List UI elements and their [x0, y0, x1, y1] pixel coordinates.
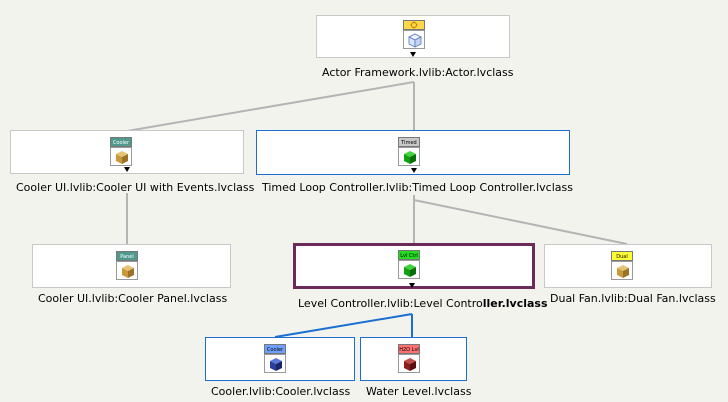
class-icon — [403, 20, 425, 49]
expand-arrow-icon — [409, 283, 415, 288]
cube-icon — [398, 354, 420, 373]
class-banner: Cooler UI — [110, 137, 132, 147]
class-label: Cooler UI.lvlib:Cooler UI with Events.lv… — [16, 181, 255, 194]
class-icon: Timed — [398, 137, 420, 166]
class-node-timed-loop[interactable]: Timed Timed Loop Controller.lvlib:Timed … — [256, 130, 573, 194]
class-banner: Panel — [116, 251, 138, 261]
cube-icon — [403, 30, 425, 49]
edge-timed-dualfan — [413, 199, 628, 245]
edge-level-cooler — [274, 313, 413, 338]
class-node-level-controller[interactable]: Lvl Ctrl Level Controller.lvlib:Level Co… — [293, 243, 548, 310]
class-label: Cooler UI.lvlib:Cooler Panel.lvclass — [38, 292, 228, 305]
class-banner: Lvl Ctrl — [398, 250, 420, 260]
class-label: Dual Fan.lvlib:Dual Fan.lvclass — [550, 292, 716, 305]
cube-icon — [116, 261, 138, 280]
cube-icon — [398, 147, 420, 166]
class-icon: Dual Fan — [611, 251, 633, 280]
cube-icon — [398, 260, 420, 279]
class-label: Water Level.lvclass — [366, 385, 472, 398]
class-banner: Dual Fan — [611, 251, 633, 261]
expand-arrow-icon — [411, 168, 417, 173]
class-icon: Lvl Ctrl — [398, 250, 420, 279]
class-node-cooler-panel[interactable]: Panel Cooler UI.lvlib:Cooler Panel.lvcla… — [32, 244, 231, 305]
class-label-plain: Level Controller.lvlib:Level Contro — [298, 297, 483, 310]
class-banner: Timed — [398, 137, 420, 147]
class-icon: Cooler UI — [110, 137, 132, 166]
class-icon: Cooler — [264, 344, 286, 373]
cube-icon — [110, 147, 132, 166]
expand-arrow-icon — [410, 52, 416, 57]
class-banner: Cooler — [264, 344, 286, 354]
class-banner — [403, 20, 425, 30]
expand-arrow-icon — [124, 167, 130, 172]
class-banner: H2O Lvl — [398, 344, 420, 354]
class-node-dual-fan[interactable]: Dual Fan Dual Fan.lvlib:Dual Fan.lvclass — [544, 244, 716, 305]
class-node-cooler[interactable]: Cooler Cooler.lvlib:Cooler.lvclass — [205, 337, 355, 398]
class-label: Timed Loop Controller.lvlib:Timed Loop C… — [262, 181, 573, 194]
class-node-actor[interactable]: Actor Framework.lvlib:Actor.lvclass — [316, 15, 514, 79]
cube-icon — [264, 354, 286, 373]
class-icon: H2O Lvl — [398, 344, 420, 373]
edge-actor-coolerui — [126, 81, 415, 132]
class-label: Level Controller.lvlib:Level Controller.… — [298, 297, 548, 310]
class-label: Cooler.lvlib:Cooler.lvclass — [211, 385, 351, 398]
class-label-bold: ller.lvclass — [482, 297, 548, 310]
class-node-water-level[interactable]: H2O Lvl Water Level.lvclass — [360, 337, 471, 398]
class-icon: Panel — [116, 251, 138, 280]
cube-icon — [611, 261, 633, 280]
class-label: Actor Framework.lvlib:Actor.lvclass — [322, 66, 514, 79]
class-node-cooler-ui[interactable]: Cooler UI Cooler UI.lvlib:Cooler UI with… — [10, 130, 254, 194]
